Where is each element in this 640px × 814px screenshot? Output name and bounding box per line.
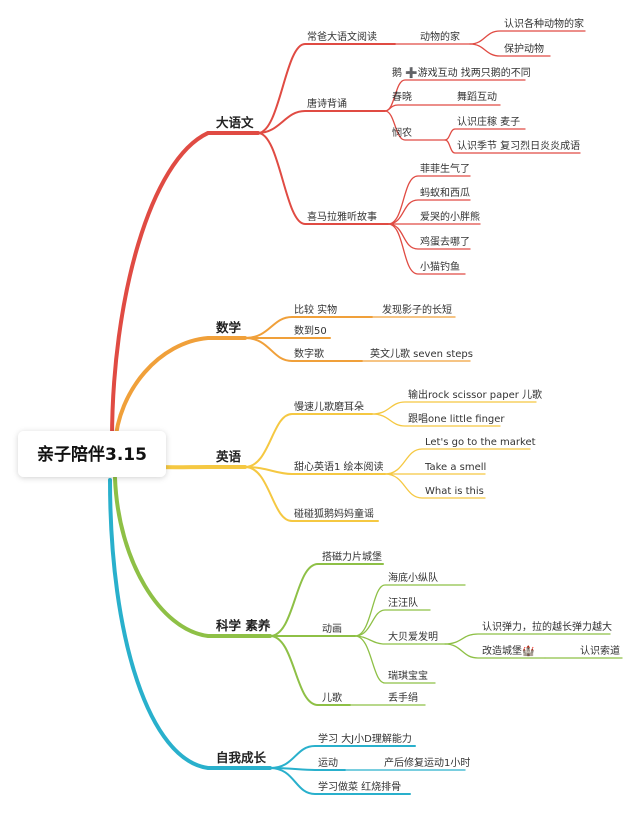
node-ximalaya-stories[interactable]: 喜马拉雅听故事 [307, 210, 377, 223]
node-seasons-idiom[interactable]: 认识季节 复习烈日炎炎成语 [457, 139, 580, 152]
node-rebuild-castle[interactable]: 改造城堡🏰 [482, 644, 535, 657]
node-story-crying-bear[interactable]: 爱哭的小胖熊 [420, 210, 480, 223]
branch-line-growth [108, 478, 272, 770]
node-cartoons[interactable]: 动画 [322, 623, 342, 635]
node-story-ants-watermelon[interactable]: 蚂蚁和西瓜 [420, 186, 470, 199]
node-what-is-this[interactable]: What is this [425, 486, 484, 497]
node-exercise[interactable]: 运动 [318, 757, 338, 769]
node-take-a-smell[interactable]: Take a smell [424, 462, 486, 473]
node-learn-understanding[interactable]: 学习 大J小D理解能力 [318, 732, 412, 745]
branch-label-english[interactable]: 英语 [216, 449, 242, 464]
node-story-where-egg[interactable]: 鸡蛋去哪了 [420, 235, 470, 248]
node-drop-handkerchief[interactable]: 丢手绢 [388, 691, 418, 704]
node-story-feifei[interactable]: 菲菲生气了 [420, 162, 470, 175]
root-label: 亲子陪伴3.15 [37, 444, 147, 465]
node-shadow-length[interactable]: 发现影子的长短 [382, 303, 452, 316]
node-goose-game[interactable]: 鹅 ➕游戏互动 找两只鹅的不同 [392, 66, 531, 79]
node-story-kitten-fishing[interactable]: 小猫钓鱼 [420, 260, 460, 273]
node-elasticity[interactable]: 认识弹力，拉的越长弹力越大 [482, 620, 612, 633]
node-paw-patrol[interactable]: 汪汪队 [388, 596, 418, 609]
node-rock-scissor-paper[interactable]: 输出rock scissor paper 儿歌 [408, 388, 542, 401]
node-octonauts[interactable]: 海底小纵队 [388, 571, 438, 584]
node-ruiqi-baby[interactable]: 瑞琪宝宝 [388, 669, 428, 682]
node-crops-wheat[interactable]: 认识庄稼 麦子 [457, 115, 520, 128]
branch-line-science [113, 476, 272, 638]
node-slow-songs[interactable]: 慢速儿歌磨耳朵 [294, 400, 364, 413]
branch-label-growth[interactable]: 自我成长 [216, 750, 267, 765]
node-number-song[interactable]: 数字歌 [294, 347, 324, 360]
node-dabei-invents[interactable]: 大贝爱发明 [388, 630, 438, 643]
node-know-animal-homes[interactable]: 认识各种动物的家 [504, 17, 584, 30]
node-mother-goose[interactable]: 碰碰狐鹅妈妈童谣 [294, 507, 374, 520]
subtree-growth [269, 745, 466, 795]
node-seven-steps[interactable]: 英文儿歌 seven steps [370, 347, 473, 360]
node-changba-reading[interactable]: 常爸大语文阅读 [307, 30, 377, 43]
node-learn-cooking[interactable]: 学习做菜 红烧排骨 [318, 780, 401, 793]
node-magnetic-castle[interactable]: 搭磁力片城堡 [322, 550, 382, 563]
node-dance-interaction[interactable]: 舞蹈互动 [457, 91, 497, 103]
node-protect-animals[interactable]: 保护动物 [504, 42, 544, 55]
subtree-english [244, 401, 537, 522]
node-tang-poems[interactable]: 唐诗背诵 [307, 97, 347, 110]
node-lets-go-market[interactable]: Let's go to the market [425, 437, 536, 448]
branch-line-math [113, 336, 247, 447]
node-count-to-50[interactable]: 数到50 [294, 324, 327, 337]
subtree-chinese [257, 30, 586, 275]
root-node[interactable]: 亲子陪伴3.15 [18, 431, 166, 477]
node-one-little-finger[interactable]: 跟唱one little finger [408, 413, 505, 425]
node-sweetheart-english[interactable]: 甜心英语1 绘本阅读 [294, 460, 384, 473]
node-cableway[interactable]: 认识索道 [580, 644, 620, 657]
node-postpartum-exercise[interactable]: 产后修复运动1小时 [384, 756, 470, 769]
subtree-math [244, 316, 471, 362]
branch-label-science[interactable]: 科学 素养 [216, 618, 271, 633]
node-minnong[interactable]: 悯农 [392, 126, 412, 139]
node-animal-home[interactable]: 动物的家 [420, 30, 460, 43]
node-chunxiao[interactable]: 春晓 [392, 91, 412, 103]
node-compare-objects[interactable]: 比较 实物 [294, 303, 337, 316]
branch-label-chinese[interactable]: 大语文 [216, 115, 254, 130]
subtree-science [269, 563, 623, 706]
branch-line-chinese [110, 131, 260, 442]
branch-label-math[interactable]: 数学 [215, 320, 242, 335]
node-nursery-rhymes[interactable]: 儿歌 [322, 691, 342, 704]
